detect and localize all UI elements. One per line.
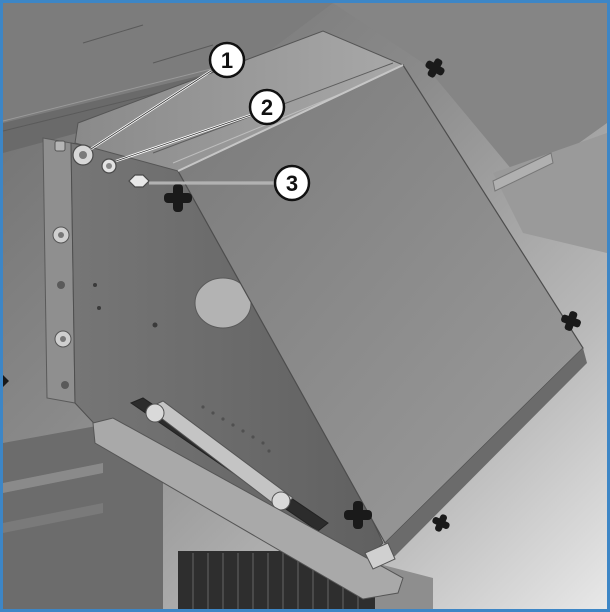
callout-circle	[273, 164, 311, 202]
background-hopper	[3, 3, 607, 609]
callout-1: 1	[208, 41, 246, 79]
star-knob-icon	[164, 184, 192, 212]
callout-number: 3	[286, 171, 298, 196]
callout-3: 3	[273, 164, 311, 202]
star-knob-icon	[432, 514, 450, 532]
pivot-washer	[145, 403, 165, 423]
machine-illustration: 1 2 3	[3, 3, 607, 609]
callout-2: 2	[248, 88, 286, 126]
star-knob-icon	[344, 501, 372, 529]
knob-icons	[164, 58, 581, 532]
callout-circle	[208, 41, 246, 79]
callout-number: 2	[261, 95, 273, 120]
star-knob-icon	[561, 311, 581, 331]
nut-icon	[128, 174, 150, 188]
callout-circle	[248, 88, 286, 126]
leader-line-outlines	[90, 70, 275, 184]
star-knob-icon	[425, 58, 445, 78]
callout-number: 1	[221, 48, 233, 73]
lever-bar	[147, 400, 294, 509]
left-bracket	[42, 137, 76, 404]
pivot-washer	[271, 491, 291, 511]
hardware-parts	[72, 144, 150, 188]
edge-marker-icon	[3, 375, 9, 387]
